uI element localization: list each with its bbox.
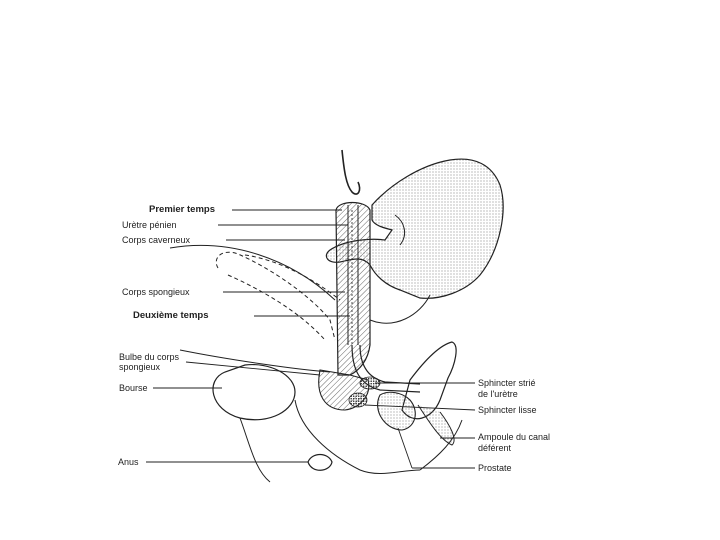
anus-shape	[307, 453, 333, 471]
catheter-tube	[341, 149, 361, 195]
label-bulbe-line2: spongieux	[119, 362, 161, 372]
label-bulbe-line1: Bulbe du corps	[119, 352, 180, 362]
label-premier-temps: Premier temps	[149, 204, 216, 215]
ampoule-shape	[417, 404, 455, 446]
label-sphincter-strie-line1: Sphincter strié	[478, 378, 536, 388]
sphincter-lisse-shape	[348, 392, 368, 408]
label-sphincter-strie-line2: de l'urètre	[478, 389, 518, 399]
vessie-shape	[401, 341, 457, 420]
prostate-shape	[377, 391, 416, 431]
label-anus: Anus	[118, 457, 139, 467]
label-ampoule-line1: Ampoule du canal	[478, 432, 551, 442]
leader-lines-right	[364, 382, 476, 469]
label-corps-caverneux: Corps caverneux	[122, 235, 191, 245]
label-prostate: Prostate	[478, 463, 512, 473]
uretre-curve	[351, 344, 421, 393]
leader-lines-left	[146, 209, 350, 463]
corps-caverneux-outline	[215, 251, 336, 341]
label-ampoule-line2: déférent	[478, 443, 512, 453]
bourse-shape	[212, 363, 296, 421]
label-deuxieme-temps: Deuxième temps	[133, 310, 209, 321]
penis-shaft	[335, 201, 371, 376]
label-sphincter-lisse: Sphincter lisse	[478, 405, 537, 415]
label-bourse: Bourse	[119, 383, 148, 393]
label-corps-spongieux: Corps spongieux	[122, 287, 190, 297]
label-uretre-penien: Urètre pénien	[122, 220, 177, 230]
